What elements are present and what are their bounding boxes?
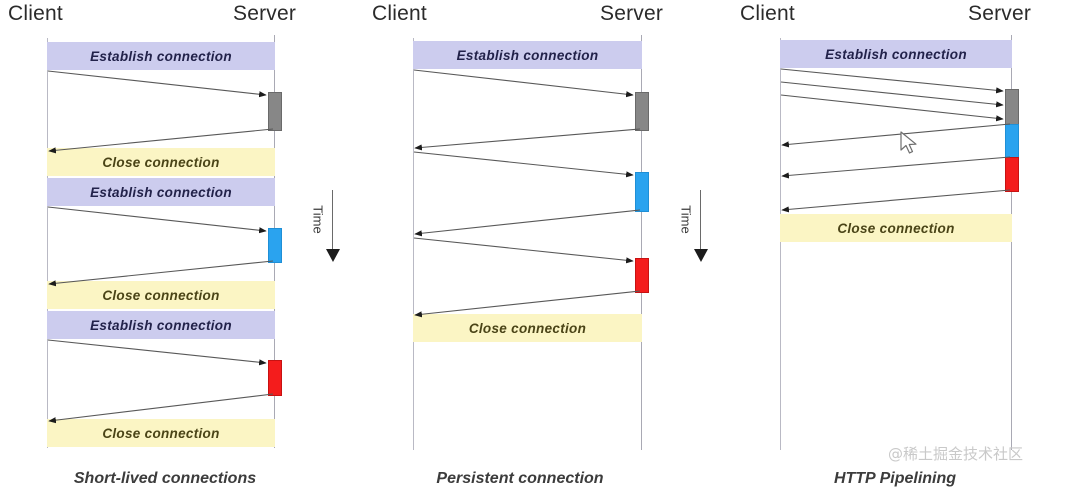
banner-establish-connection: Establish connection [47,178,275,206]
banner-establish-connection: Establish connection [780,40,1012,68]
server-activity-bar-gray [1005,89,1019,126]
server-activity-bar-gray [635,92,649,131]
server-lifeline [1011,35,1012,450]
time-arrow-head-icon [326,249,340,262]
banner-establish-connection: Establish connection [47,42,275,70]
time-axis-label: Time [310,205,326,234]
server-activity-bar-red [635,258,649,293]
client-lifeline [413,38,414,450]
banner-establish-connection: Establish connection [47,311,275,339]
time-axis-line [332,190,333,260]
time-axis-2: Time [679,190,716,262]
server-activity-bar-blue [635,172,649,212]
banner-establish-connection: Establish connection [413,41,642,69]
panel-caption: Persistent connection [436,470,604,487]
watermark: @稀土掘金技术社区 [888,445,1024,463]
time-axis-line [700,190,701,260]
header-server-3: Server [968,2,1032,25]
panel-caption: HTTP Pipelining [833,470,957,487]
server-lifeline [641,35,642,450]
panel-http-pipelining: Establish connection Close connection HT… [730,0,1065,487]
header-client-3: Client [740,2,795,25]
header-server-2: Server [600,2,664,25]
message-arrows [47,70,274,424]
banner-close-connection: Close connection [413,314,642,342]
time-arrow-head-icon [694,249,708,262]
banner-close-connection: Close connection [780,214,1012,242]
server-activity-bar-red [1005,157,1019,192]
banner-close-connection: Close connection [47,419,275,447]
server-activity-bar-blue [1005,124,1019,159]
server-activity-bar-blue [268,228,282,263]
time-axis-1: Time [311,190,348,262]
client-lifeline [780,38,781,450]
panel-caption: Short-lived connections [73,470,257,487]
header-client-2: Client [372,2,427,25]
server-activity-bar-red [268,360,282,396]
panel-short-lived-connections: Establish connection Close connection Es… [0,0,355,487]
header-client-1: Client [8,2,63,25]
server-activity-bar-gray [268,92,282,131]
panel-persistent-connection: Establish connection Close connection Pe… [360,0,690,487]
banner-close-connection: Close connection [47,281,275,309]
time-axis-label: Time [678,205,694,234]
banner-close-connection: Close connection [47,148,275,176]
header-server-1: Server [233,2,297,25]
client-lifeline [47,38,48,448]
